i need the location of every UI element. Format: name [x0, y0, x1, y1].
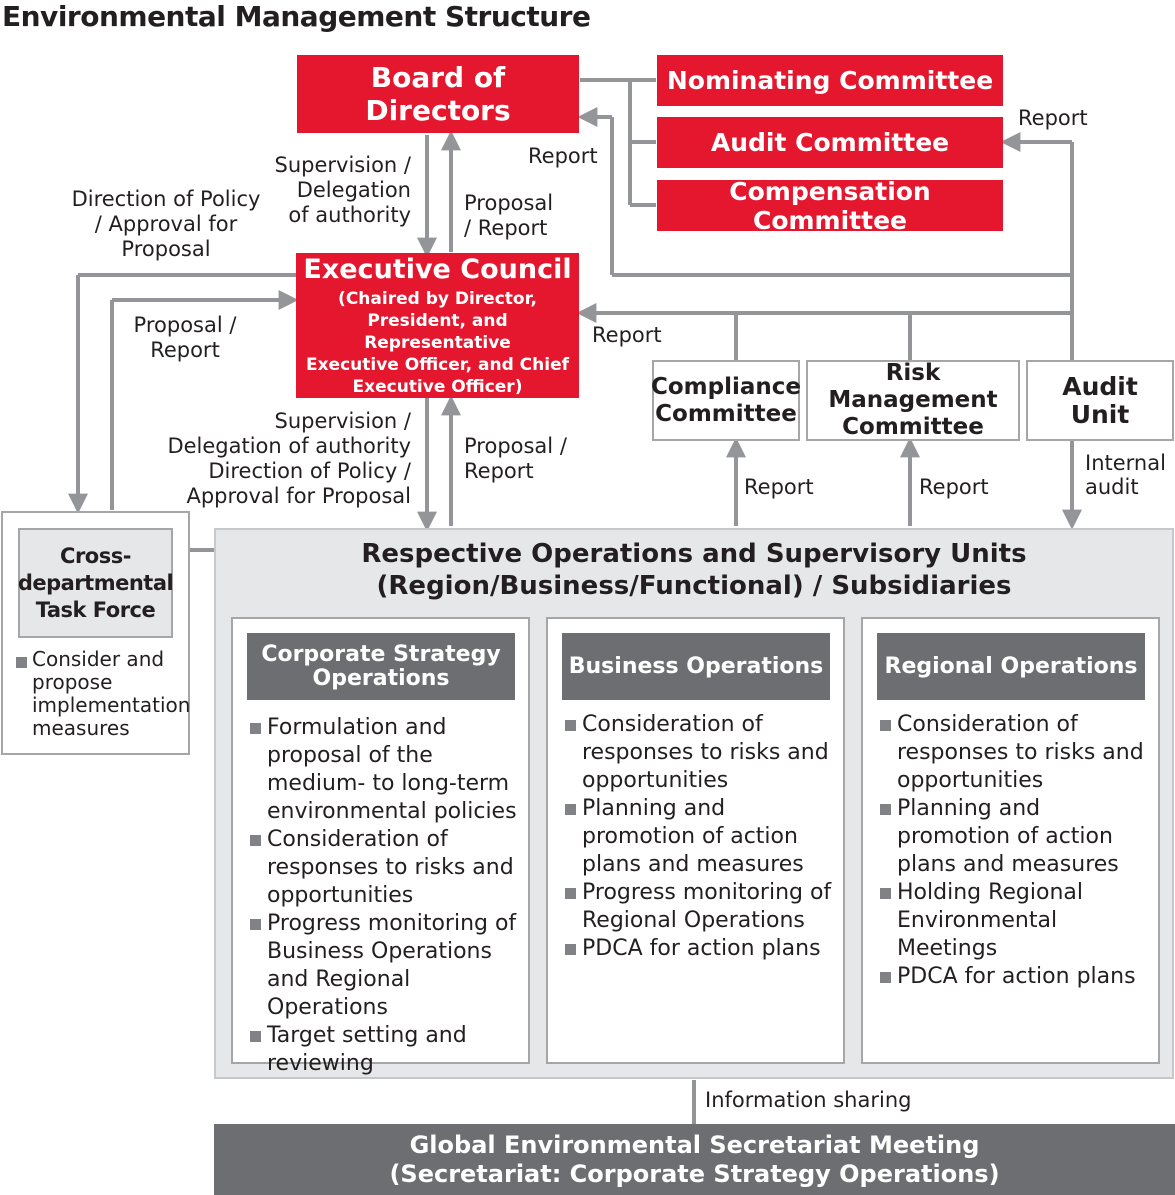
risk-management-committee-label: Committee — [842, 414, 984, 440]
task-force-title: Cross- — [60, 543, 131, 568]
list-item: Consideration of responses to risks and … — [562, 711, 844, 795]
label-proposal-report-top: Proposal / Report — [464, 191, 554, 240]
list-item: Formulation and proposal of the medium- … — [247, 714, 529, 826]
compliance-committee-label: Compliance — [651, 373, 802, 400]
business-operations-list: Consideration of responses to risks and … — [562, 711, 844, 963]
executive-council-sub-line: (Chaired by Director, — [338, 288, 537, 309]
label-direction-policy: Direction of Policy / Approval for Propo… — [71, 187, 261, 261]
executive-council-title: Executive Council — [303, 253, 572, 285]
list-item: Progress monitoring of Regional Operatio… — [562, 879, 844, 935]
list-item: PDCA for action plans — [562, 935, 844, 963]
label-internal-audit: Internal audit — [1085, 451, 1166, 499]
list-item: Planning and promotion of action plans a… — [877, 795, 1159, 879]
label-report-compliance: Report — [744, 475, 814, 499]
business-operations-header: Business Operations — [562, 633, 830, 700]
executive-council-sub-line: Executive Officer, and Chief — [305, 354, 570, 375]
label-report-risk: Report — [919, 475, 989, 499]
list-item: Holding Regional Environmental Meetings — [877, 879, 1159, 963]
secretariat-meeting-title: Global Environmental Secretariat Meeting — [409, 1130, 980, 1159]
corporate-strategy-header: Corporate Strategy Operations — [247, 633, 515, 700]
label-proposal-report-left: Proposal / Report — [133, 313, 237, 362]
compliance-committee-box: Compliance Committee — [651, 360, 802, 441]
task-force-title: departmental — [17, 570, 174, 595]
label-report-audit-committee: Report — [1018, 106, 1088, 130]
compliance-committee-label: Committee — [655, 400, 797, 427]
task-force-list: Consider and propose implementation meas… — [13, 648, 190, 740]
corporate-strategy-list: Formulation and proposal of the medium- … — [247, 714, 529, 1078]
list-item: Consideration of responses to risks and … — [247, 826, 529, 910]
operations-area: Respective Operations and Supervisory Un… — [214, 528, 1174, 1079]
nominating-committee-label: Nominating Committee — [666, 66, 994, 95]
regional-operations-header: Regional Operations — [877, 633, 1145, 700]
label-supervision-lower: Supervision / Delegation of authority Di… — [167, 409, 411, 508]
task-force-title-box: Cross- departmental Task Force — [17, 528, 174, 638]
regional-operations-column: Regional Operations Consideration of res… — [861, 617, 1160, 1064]
executive-council-sub-line: President, and Representative — [364, 310, 511, 353]
audit-unit-label: Unit — [1070, 399, 1130, 429]
compensation-committee-box: Compensation Committee — [657, 177, 1003, 235]
list-item: Progress monitoring of Business Operatio… — [247, 910, 529, 1022]
label-report-board: Report — [528, 144, 598, 168]
list-item: Consideration of responses to risks and … — [877, 711, 1159, 795]
diagram-title: Environmental Management Structure — [2, 0, 591, 33]
list-item: Planning and promotion of action plans a… — [562, 795, 844, 879]
label-report-exec: Report — [592, 323, 662, 347]
label-supervision-delegation-top: Supervision / Delegation of authority — [274, 153, 411, 227]
audit-unit-box: Audit Unit — [1026, 360, 1174, 441]
label-proposal-report-lower: Proposal / Report — [464, 434, 567, 483]
business-operations-column: Business Operations Consideration of res… — [546, 617, 845, 1064]
compensation-committee-label: Compensation Committee — [729, 176, 931, 235]
board-of-directors-box: Board of Directors — [297, 55, 579, 133]
corporate-strategy-column: Corporate Strategy Operations Formulatio… — [231, 617, 530, 1076]
executive-council-sub-line: Executive Officer) — [352, 376, 523, 397]
task-force-outer-box: Cross- departmental Task Force Consider … — [1, 511, 190, 755]
operations-title: Respective Operations and Supervisory Un… — [361, 539, 1027, 601]
audit-committee-box: Audit Committee — [657, 117, 1003, 168]
list-item: Target setting and reviewing — [247, 1022, 529, 1078]
audit-unit-label: Audit — [1062, 371, 1138, 401]
nominating-committee-box: Nominating Committee — [657, 55, 1003, 106]
executive-council-box: Executive Council (Chaired by Director, … — [296, 253, 579, 398]
risk-management-committee-box: Risk Management Committee — [806, 360, 1020, 441]
secretariat-meeting-box: Global Environmental Secretariat Meeting… — [214, 1124, 1175, 1195]
task-force-title: Task Force — [35, 597, 156, 622]
task-force-item: Consider and propose implementation meas… — [13, 648, 190, 740]
audit-committee-label: Audit Committee — [710, 128, 950, 157]
secretariat-meeting-subtitle: (Secretariat: Corporate Strategy Operati… — [389, 1159, 1000, 1188]
label-information-sharing: Information sharing — [705, 1088, 912, 1112]
risk-management-committee-label: Risk Management — [828, 360, 998, 413]
board-of-directors-label: Board of Directors — [365, 61, 511, 127]
list-item: PDCA for action plans — [877, 963, 1159, 991]
regional-operations-list: Consideration of responses to risks and … — [877, 711, 1159, 991]
